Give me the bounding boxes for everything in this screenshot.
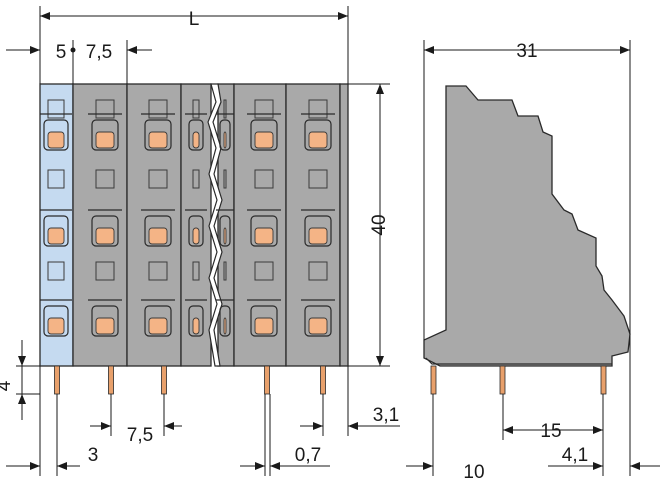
- clamp-spring: [254, 131, 274, 149]
- clamp-housing: [250, 305, 278, 337]
- solder-pin: [264, 365, 270, 395]
- clamp-spring: [47, 131, 65, 149]
- solder-pin: [161, 365, 167, 395]
- clamp-spring: [254, 317, 274, 335]
- clamp-housing: [144, 215, 172, 247]
- module: [126, 83, 182, 367]
- dim-front-offset: 4,1: [562, 445, 588, 466]
- clamp-spring: [308, 317, 328, 335]
- clamp-housing: [188, 305, 204, 337]
- dim-rear-offset: 10: [463, 462, 484, 483]
- dim-height: 40: [369, 214, 390, 235]
- clamp-housing: [304, 305, 332, 337]
- dim-first-offset: 3: [88, 445, 99, 466]
- clamp-housing: [91, 215, 119, 247]
- release-slot: [254, 261, 274, 281]
- dim-pitch-top: 7,5: [86, 42, 112, 63]
- clamp-spring: [148, 227, 168, 245]
- clamp-spring: [148, 317, 168, 335]
- clamp-housing: [304, 119, 332, 151]
- dim-pin-width: 0,7: [295, 445, 321, 466]
- release-slot: [254, 99, 274, 119]
- release-slot: [95, 261, 115, 281]
- clamp-spring: [47, 227, 65, 245]
- release-slot: [254, 169, 274, 189]
- release-slot: [223, 99, 227, 119]
- clamp-housing: [43, 215, 69, 247]
- release-slot: [192, 169, 200, 189]
- solder-pin: [320, 365, 326, 395]
- clamp-spring: [95, 131, 115, 149]
- clamp-spring: [223, 227, 227, 245]
- front-view: [39, 83, 349, 395]
- clamp-housing: [188, 215, 204, 247]
- release-slot: [223, 261, 227, 281]
- clamp-spring: [47, 317, 65, 335]
- dim-pin-length: 4: [0, 380, 15, 391]
- dim-total-length: L: [189, 9, 200, 30]
- clamp-housing: [250, 119, 278, 151]
- side-view: [423, 85, 631, 395]
- clamp-housing: [144, 305, 172, 337]
- clamp-housing: [144, 119, 172, 151]
- end-plate: [339, 83, 349, 367]
- clamp-spring: [192, 227, 200, 245]
- side-housing: [423, 85, 631, 367]
- clamp-spring: [95, 317, 115, 335]
- release-slot: [95, 99, 115, 119]
- clamp-housing: [43, 119, 69, 151]
- clamp-housing: [43, 305, 69, 337]
- release-slot: [148, 261, 168, 281]
- release-slot: [148, 99, 168, 119]
- dimension-lines: [6, 6, 660, 476]
- release-slot: [47, 99, 65, 119]
- clamp-housing: [304, 215, 332, 247]
- release-slot: [148, 169, 168, 189]
- clamp-spring: [148, 131, 168, 149]
- clamp-housing: [91, 119, 119, 151]
- dim-pin-spacing: 15: [540, 421, 561, 442]
- release-slot: [47, 261, 65, 281]
- dim-end-offset: 3,1: [373, 405, 399, 426]
- clamp-details: [40, 99, 335, 337]
- side-base-edge: [425, 357, 612, 365]
- dim-first-pitch: 5: [56, 42, 67, 63]
- release-slot: [192, 261, 200, 281]
- solder-pins: [54, 365, 326, 395]
- clamp-spring: [223, 317, 227, 335]
- clamp-spring: [192, 317, 200, 335]
- clamp-spring: [308, 227, 328, 245]
- side-pin-front: [600, 365, 607, 395]
- dim-pitch-bottom: 7,5: [127, 425, 153, 446]
- clamp-spring: [95, 227, 115, 245]
- release-slot: [308, 99, 328, 119]
- release-slot: [95, 169, 115, 189]
- release-slot: [223, 169, 227, 189]
- clamp-housing: [91, 305, 119, 337]
- clamp-housing: [219, 215, 231, 247]
- release-slot: [192, 99, 200, 119]
- side-pin-middle: [499, 365, 506, 395]
- solder-pin: [54, 365, 60, 395]
- clamp-housing: [219, 305, 231, 337]
- dimension-labels: L 5 7,5 40 4 7,5 3 0,7 3,1 31 10 15 4,1: [0, 9, 588, 483]
- clamp-housing: [188, 119, 204, 151]
- release-slot: [308, 261, 328, 281]
- clamp-spring: [254, 227, 274, 245]
- release-slot: [308, 169, 328, 189]
- clamp-spring: [308, 131, 328, 149]
- solder-pin: [108, 365, 114, 395]
- clamp-housing: [250, 215, 278, 247]
- clamp-housing: [219, 119, 231, 151]
- dim-side-depth: 31: [516, 41, 537, 62]
- clamp-spring: [192, 131, 200, 149]
- release-slot: [47, 169, 65, 189]
- clamp-spring: [223, 131, 227, 149]
- side-pin-rear: [430, 365, 437, 395]
